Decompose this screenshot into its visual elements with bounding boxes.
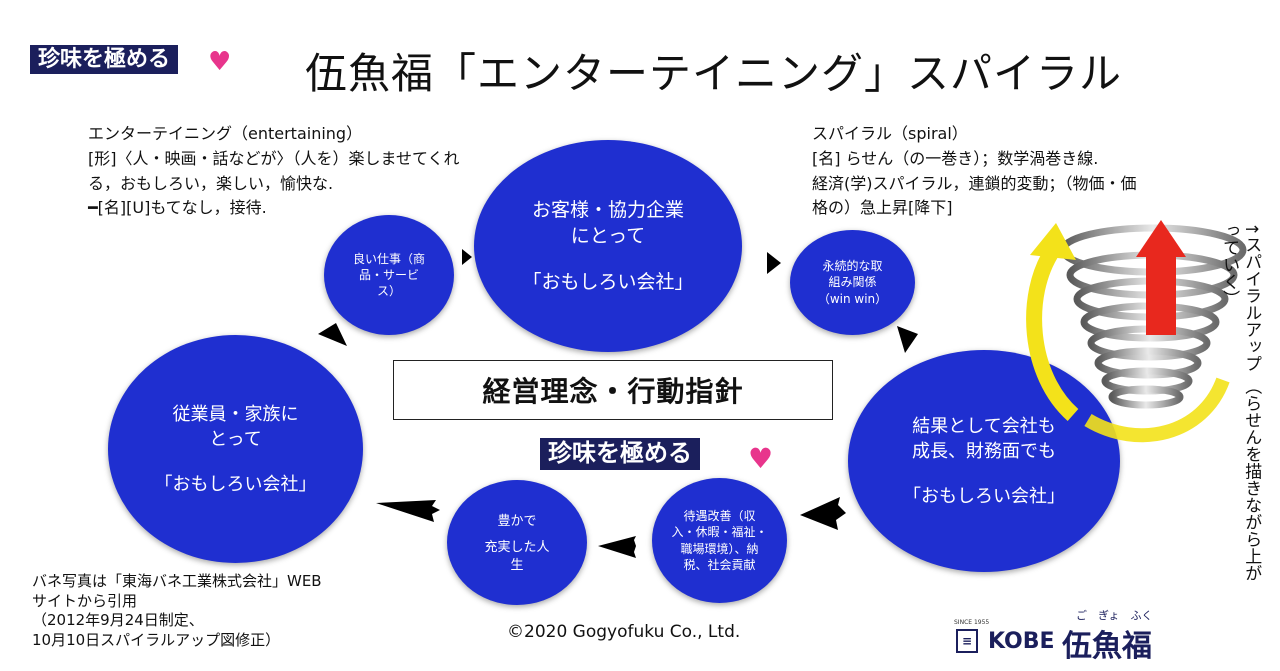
spiral-note: ↑スパイラルアップ （らせんを描きながら上がっていく） [1218, 222, 1262, 582]
circle-customers-line2: 「おもしろい会社」 [522, 271, 694, 294]
circle-customers: お客様・協力企業 にとって 「おもしろい会社」 [474, 140, 742, 352]
header-badge: 珍味を極める [30, 45, 179, 75]
center-badge-text: 珍味を極める [548, 439, 692, 467]
circle-rich-life-line1: 豊かで [497, 514, 537, 530]
logo-since: SINCE 1955 [954, 619, 990, 626]
red-up-arrow-head [1136, 220, 1186, 257]
circle-employees-line1: 従業員・家族に とって [172, 403, 299, 450]
circle-results-line1: 結果として会社も 成長、財務面でも [912, 415, 1056, 462]
definition-entertaining: エンターテイニング（entertaining） [形]〈人・映画・話などが〉（人… [88, 124, 460, 218]
center-box: 経営理念・行動指針 [393, 360, 833, 420]
arrow-relation-to-results [897, 326, 918, 353]
spiral-note-line2: （らせんを描きながら上がっていく） [1219, 222, 1262, 582]
circle-relation: 永続的な取 組み関係 （win win） [790, 230, 915, 335]
heart-icon-center: ♥ [748, 442, 774, 475]
arrow-rich-life-to-employees [376, 500, 440, 522]
circle-relation-text: 永続的な取 組み関係 （win win） [817, 259, 888, 306]
circle-results: 結果として会社も 成長、財務面でも 「おもしろい会社」 [848, 350, 1120, 572]
circle-treatment-text: 待遇改善（収 入・休暇・福祉・ 職場環境）、納 税、社会貢献 [671, 509, 768, 572]
logo-kobe: KOBE [988, 629, 1055, 654]
circle-results-line2: 「おもしろい会社」 [903, 486, 1065, 508]
header-badge-text: 珍味を極める [38, 47, 171, 72]
circle-good-work-text: 良い仕事（商 品・サービ ス） [352, 251, 425, 299]
circle-rich-life-line2: 充実した人 生 [484, 540, 550, 573]
red-up-arrow-shaft [1146, 255, 1176, 335]
arrow-treatment-to-rich-life [598, 536, 636, 558]
logo-mark-icon: 伍魚福≡ [956, 629, 978, 653]
logo-name: 伍魚福 [1062, 629, 1152, 664]
circle-customers-line1: お客様・協力企業 にとって [531, 198, 684, 247]
copyright: ©2020 Gogyofuku Co., Ltd. [507, 622, 741, 642]
yellow-arrow-head [1030, 223, 1076, 260]
spiral-note-line1: ↑スパイラルアップ [1241, 222, 1262, 373]
page-title: 伍魚福「エンターテイニング」スパイラル [305, 49, 1123, 98]
circle-good-work: 良い仕事（商 品・サービ ス） [324, 215, 454, 335]
arrow-good-work-to-customers [462, 249, 472, 265]
circle-rich-life: 豊かで 充実した人 生 [447, 480, 587, 605]
arrow-employees-to-good-work [318, 323, 347, 346]
arrow-results-to-treatment [800, 497, 846, 530]
circle-employees: 従業員・家族に とって 「おもしろい会社」 [108, 335, 363, 563]
definition-spiral: スパイラル（spiral） [名] らせん（の一巻き）；数学渦巻き線. 経済(学… [812, 124, 1137, 218]
spring-illustration [1026, 220, 1247, 443]
center-box-label: 経営理念・行動指針 [482, 375, 744, 408]
arrow-customers-to-relation [767, 252, 781, 274]
circle-employees-line2: 「おもしろい会社」 [154, 474, 317, 496]
center-badge: 珍味を極める [540, 438, 700, 470]
heart-icon: ♥ [208, 47, 232, 77]
yellow-spiral-arrow [1026, 245, 1079, 421]
circle-treatment: 待遇改善（収 入・休暇・福祉・ 職場環境）、納 税、社会貢献 [652, 478, 787, 603]
logo-ruby: ご ぎょ ふく [1076, 609, 1153, 622]
company-logo: 伍魚福≡ SINCE 1955 KOBE ご ぎょ ふく 伍魚福 [952, 605, 1172, 665]
photo-credit: バネ写真は「東海バネ工業株式会社」WEB サイトから引用 （2012年9月24日… [32, 572, 322, 649]
